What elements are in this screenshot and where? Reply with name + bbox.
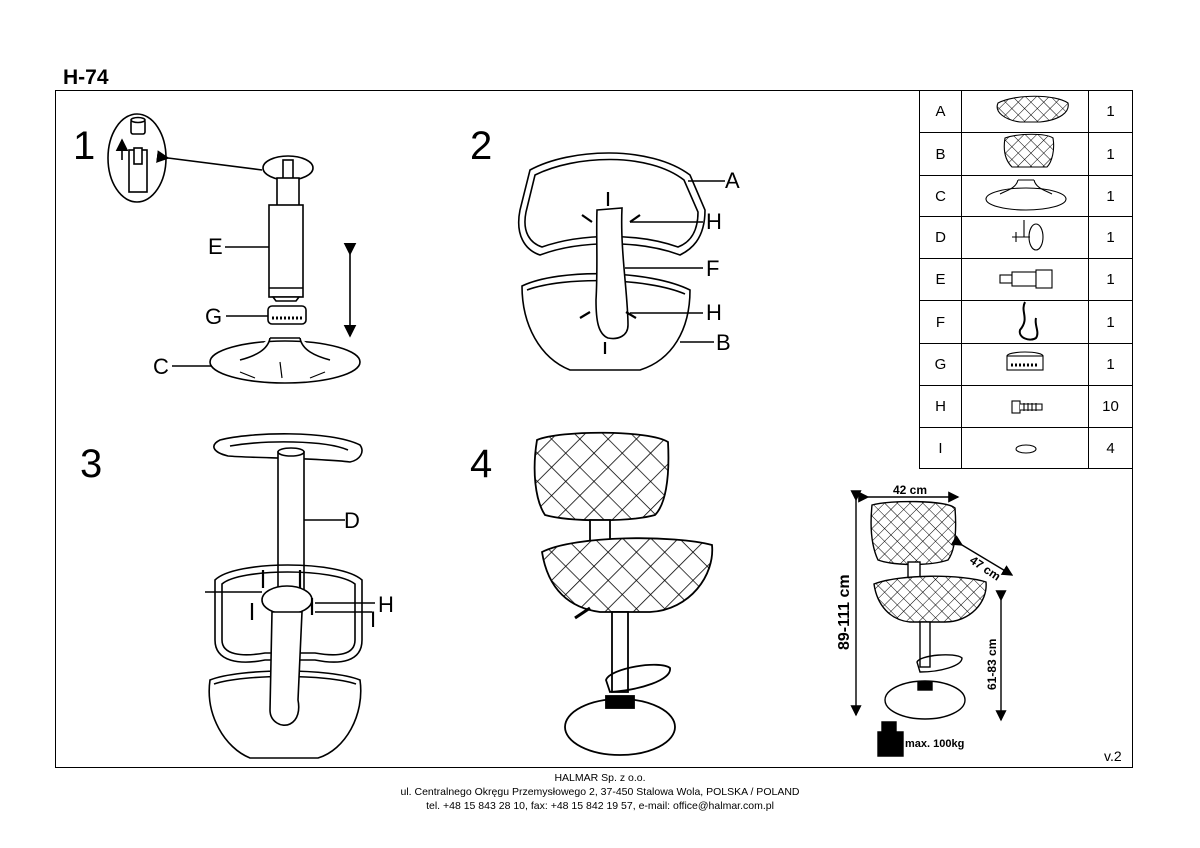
callout-f: F [706,256,720,281]
dimension-seat-height: 61-83 cm [985,638,999,690]
instruction-frame [55,90,1133,768]
callout-a: A [725,168,740,193]
parts-row: H 10 [919,385,1133,428]
callout-b: B [716,330,731,355]
dimension-width: 42 cm [893,483,928,497]
callout-h-top: H [706,209,722,234]
footer-address: ul. Centralnego Okręgu Przemysłowego 2, … [400,786,800,798]
step-number-2: 2 [470,124,493,168]
part-letter: H [919,385,962,428]
cover-ring [267,305,307,325]
part-letter: F [919,300,962,344]
part-letter: B [919,132,962,176]
callout-h-bottom: H [706,300,722,325]
callout-h: H [378,592,394,617]
part-image-cell [961,132,1089,176]
part-letter: D [919,216,962,259]
step1-illustration [107,113,361,384]
version-label: v.2 [1104,748,1122,764]
callout-i: I [370,607,377,632]
part-quantity: 1 [1088,300,1133,344]
part-image-cell [961,216,1089,259]
part-letter: C [919,175,962,217]
weight-icon [877,721,904,757]
dimension-drawing [850,490,1014,757]
part-quantity: 1 [1088,132,1133,176]
dimension-total-height: 89-111 cm [836,574,853,650]
part-image-cell [961,175,1089,217]
model-title: H-74 [63,66,109,89]
step3-illustration [205,433,375,759]
part-quantity: 1 [1088,258,1133,301]
step-number-3: 3 [80,442,103,486]
part-image-cell [961,427,1089,469]
part-image-cell [961,90,1089,133]
step2-illustration [518,152,725,371]
part-image-cell [961,300,1089,344]
max-load-label: max. 100kg [905,738,965,750]
part-quantity: 1 [1088,216,1133,259]
callout-e: E [208,234,223,259]
part-image-cell [961,258,1089,301]
part-letter: A [919,90,962,133]
part-quantity: 10 [1088,385,1133,428]
footer-contact: tel. +48 15 843 28 10, fax: +48 15 842 1… [426,800,774,812]
part-letter: I [919,427,962,469]
step4-illustration [533,431,714,756]
part-quantity: 1 [1088,343,1133,386]
base-disc [209,340,361,384]
step-number-4: 4 [470,442,493,486]
callout-c: C [153,354,169,379]
footer-company: HALMAR Sp. z o.o. [554,772,646,784]
part-letter: G [919,343,962,386]
part-quantity: 1 [1088,175,1133,217]
step-number-1: 1 [73,124,96,168]
part-image-cell [961,385,1089,428]
part-letter: E [919,258,962,301]
callout-d: D [344,508,360,533]
callout-g: G [205,304,223,329]
footer: HALMAR Sp. z o.o. ul. Centralnego Okręgu… [0,771,1200,813]
part-quantity: 4 [1088,427,1133,469]
part-image-cell [961,343,1089,386]
part-quantity: 1 [1088,90,1133,133]
